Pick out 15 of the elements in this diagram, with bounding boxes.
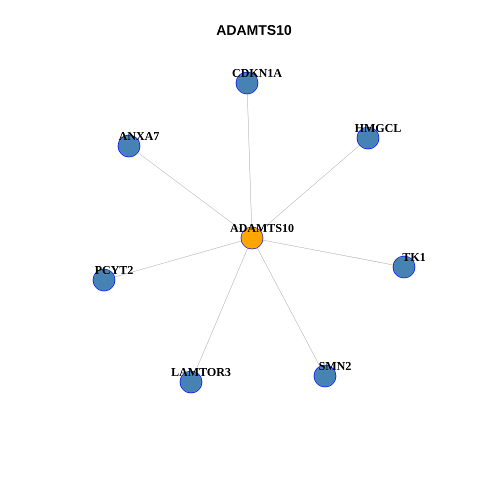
edge-line <box>138 152 244 232</box>
network-node: CDKN1A <box>232 68 282 94</box>
network-node: HMGCL <box>354 124 401 150</box>
edge-line <box>262 240 394 266</box>
chart-title: ADAMTS10 <box>216 25 292 35</box>
edge-line <box>256 247 320 367</box>
edge-line <box>195 248 248 372</box>
network-node: SMN2 <box>314 362 351 388</box>
edge-line <box>260 144 360 232</box>
network-node: TK1 <box>392 253 426 278</box>
network-node: ADAMTS10 <box>230 224 294 250</box>
network-node: ANXA7 <box>118 132 160 158</box>
network-node: PCYT2 <box>92 266 133 292</box>
edge-line <box>114 240 242 278</box>
network-node: LAMTOR3 <box>171 368 230 394</box>
